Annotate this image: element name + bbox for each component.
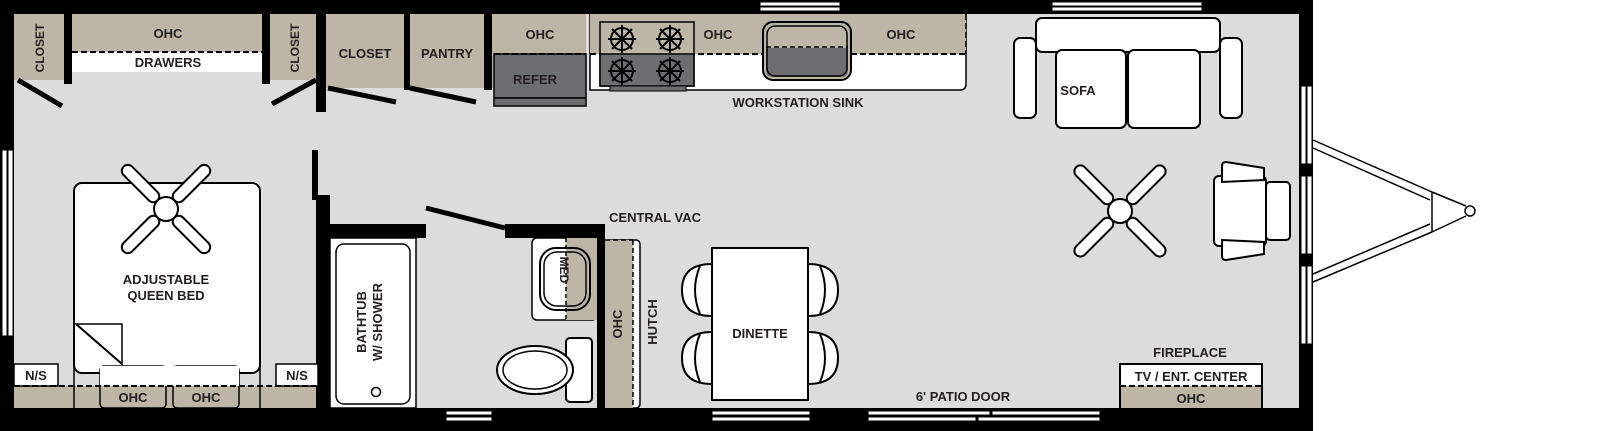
closet-left [14,14,66,80]
label-ohc-hutch: OHC [610,309,625,339]
label-bathtub-line2: W/ SHOWER [370,282,385,361]
label-med: MED [557,257,571,284]
label-closet-hall: CLOSET [339,46,392,61]
label-ns-right: N/S [286,368,308,383]
label-tv-center: TV / ENT. CENTER [1135,369,1248,384]
label-ohc-kitchen-right: OHC [887,27,917,42]
drawers [72,52,264,72]
label-patio-door: 6' PATIO DOOR [916,389,1011,404]
sofa [1013,17,1243,129]
closet-right [270,14,320,80]
label-sofa: SOFA [1060,83,1096,98]
label-pantry: PANTRY [421,46,473,61]
label-closet-right: CLOSET [288,23,302,72]
label-ohc-bed-right: OHC [192,390,222,405]
dinette-chairs [680,262,840,386]
label-ohc-bedroom-top: OHC [154,26,184,41]
dinette-table [711,247,809,401]
label-workstation-sink: WORKSTATION SINK [733,95,865,110]
label-fireplace: FIREPLACE [1153,345,1227,360]
ceiling-fan-bedroom-icon [120,163,212,255]
label-bed-line2: QUEEN BED [127,288,204,303]
label-refer: REFER [513,72,558,87]
ohc-refer [494,14,586,54]
windows [1,1,1313,422]
armchair [1213,160,1291,262]
label-bathtub-line1: BATHTUB [354,291,369,353]
ceiling-fan-living-icon [1073,164,1167,258]
label-drawers: DRAWERS [135,55,202,70]
label-ns-left: N/S [25,368,47,383]
drain-icon [370,386,382,398]
trailer-hitch [1312,139,1476,283]
burner-icons [608,25,684,85]
bathroom-sink [539,247,591,311]
label-closet-left: CLOSET [33,23,47,72]
label-ohc-refer: OHC [526,27,556,42]
label-central-vac: CENTRAL VAC [609,210,702,225]
label-hutch: HUTCH [645,299,660,345]
label-ohc-kitchen-mid: OHC [704,27,734,42]
label-bed-line1: ADJUSTABLE [123,272,210,287]
labels: CLOSET OHC DRAWERS CLOSET CLOSET PANTRY … [25,23,1248,406]
label-ohc-tv: OHC [1177,391,1207,406]
ohc-bedroom-top [72,14,264,52]
label-dinette: DINETTE [732,326,788,341]
label-ohc-bed-left: OHC [119,390,149,405]
door-swings [16,77,506,231]
